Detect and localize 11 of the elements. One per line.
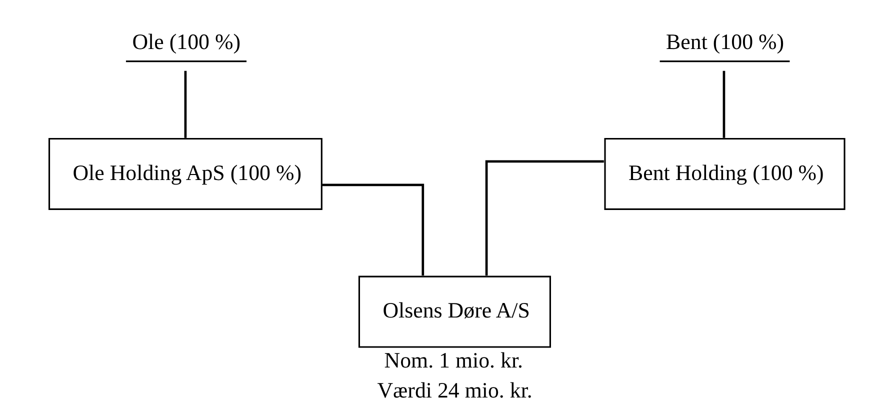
connector [184,70,187,138]
node-text: Bent (100 %) [666,29,784,54]
node-label: Værdi 24 mio. kr. [377,377,532,402]
connector [722,70,726,138]
connector [322,184,424,276]
node-box: Olsens Døre A/S [358,276,551,348]
node-box: Ole Holding ApS (100 %) [48,138,322,210]
node-label: Nom. 1 mio. kr. [384,348,524,373]
node-text: Ole (100 %) [132,29,241,54]
node-box: Bent Holding (100 %) [604,138,846,210]
connector [485,160,604,276]
